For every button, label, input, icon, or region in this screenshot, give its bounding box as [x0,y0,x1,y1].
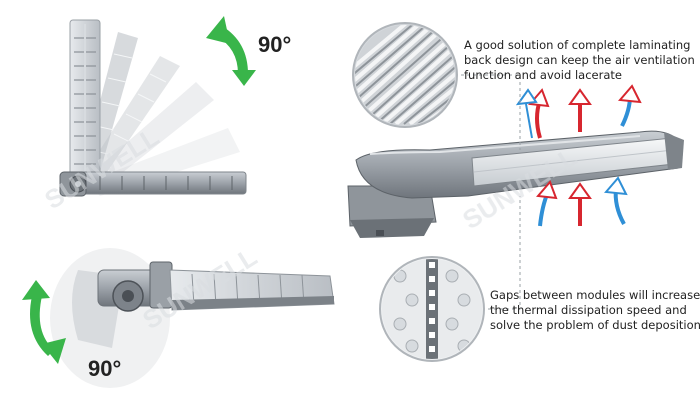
callout-module-gaps-line-2: the thermal dissipation speed and [490,303,687,317]
callout-lamination-line-1: A good solution of complete laminating [464,38,691,52]
angle-label-top: 90° [258,32,291,57]
cool-air-arrow-icon [515,88,538,139]
callout-module-gaps-line-1: Gaps between modules will increase [490,288,700,302]
callout-module-gaps-line-3: solve the problem of dust deposition [490,318,700,332]
airflow-below-arrows [536,176,628,227]
folding-light-fan [59,19,247,197]
airflow-up-arrows [515,84,642,139]
ghost-position-3 [84,82,214,192]
main-luminaire [347,130,684,238]
magnifier-fins [352,22,458,128]
callout-lamination-line-3: function and avoid lacerate [464,68,622,82]
ghost-position-2 [82,56,180,188]
cool-air-arrow-icon [603,176,628,225]
angle-label-bottom: 90° [88,356,121,381]
hot-air-arrow-icon [568,182,592,226]
hot-air-arrow-icon [617,84,642,127]
magnifier-led-modules [379,256,485,362]
rotation-arrow-top-icon [206,16,256,86]
hot-air-arrow-icon [568,88,592,132]
bottom-rotating-light [50,248,335,388]
callout-lamination: A good solution of complete laminating b… [464,38,695,83]
callout-lamination-line-2: back design can keep the air ventilation [464,53,695,67]
callout-module-gaps: Gaps between modules will increase the t… [490,288,700,333]
rotation-arrow-bottom-icon [22,280,66,364]
cool-air-arrow-icon [536,180,558,227]
leader-lines [455,74,521,310]
light-horizontal-position [59,171,247,197]
light-vertical-position [69,19,101,183]
